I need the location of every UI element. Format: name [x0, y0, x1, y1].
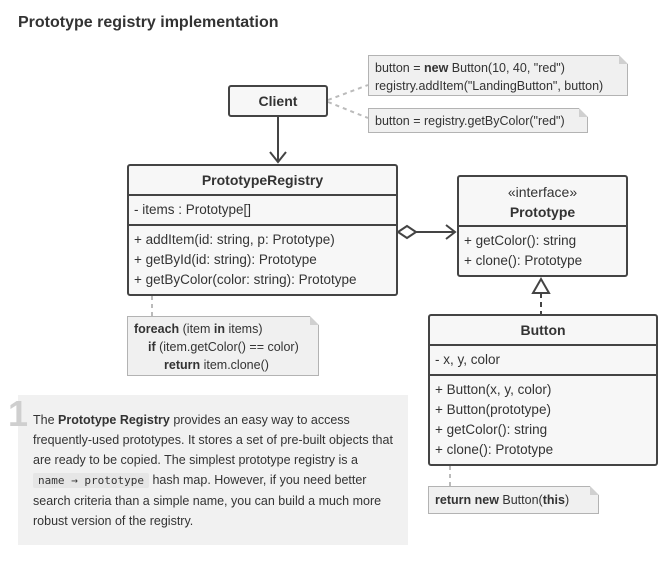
client-class: Client	[228, 85, 328, 117]
interface-stereotype: «interface»	[507, 184, 578, 200]
button-class-fields: - x, y, color	[430, 346, 656, 376]
note-fold	[590, 486, 599, 495]
prototype-interface-methods: + getColor(): string + clone(): Prototyp…	[464, 233, 583, 268]
button-class-methods: + Button(x, y, color) + Button(prototype…	[435, 382, 554, 457]
prototype-registry-fields: - items : Prototype[]	[129, 196, 396, 226]
step-number: 1	[8, 393, 29, 434]
prototype-registry-name: PrototypeRegistry	[129, 166, 396, 196]
inline-code: name → prototype	[33, 473, 149, 488]
aggregation-arrowhead	[445, 224, 457, 240]
explanation-highlight: Prototype Registry	[58, 413, 170, 427]
client-code-note-2: button = registry.getByColor("red")	[368, 108, 588, 133]
button-code-note: return new Button(this)	[428, 486, 599, 514]
realization-arrowhead	[531, 276, 551, 294]
note-fold	[579, 108, 588, 117]
client-to-registry-arrowhead	[269, 151, 287, 164]
client-note-link-1	[327, 84, 369, 101]
client-code-note-1: button = new Button(10, 40, "red") regis…	[368, 55, 628, 96]
prototype-registry-class: PrototypeRegistry - items : Prototype[] …	[127, 164, 398, 296]
note-fold	[619, 55, 628, 64]
client-class-name: Client	[258, 93, 298, 109]
prototype-registry-methods: + addItem(id: string, p: Prototype) + ge…	[134, 232, 357, 287]
diagram-title: Prototype registry implementation	[18, 14, 279, 31]
button-class-name: Button	[430, 316, 656, 346]
explanation-panel	[18, 395, 408, 545]
aggregation-diamond	[396, 224, 418, 240]
prototype-interface: «interface» Prototype + getColor(): stri…	[457, 175, 628, 277]
button-class: Button - x, y, color + Button(x, y, colo…	[428, 314, 658, 466]
prototype-interface-header: «interface» Prototype	[459, 177, 626, 227]
note-fold	[310, 316, 319, 325]
prototype-interface-name: Prototype	[509, 204, 576, 220]
registry-code-note: foreach (item in items) if (item.getColo…	[127, 316, 319, 376]
explanation-text: The Prototype Registry provides an easy …	[33, 413, 393, 528]
client-note-link-2	[327, 101, 369, 119]
